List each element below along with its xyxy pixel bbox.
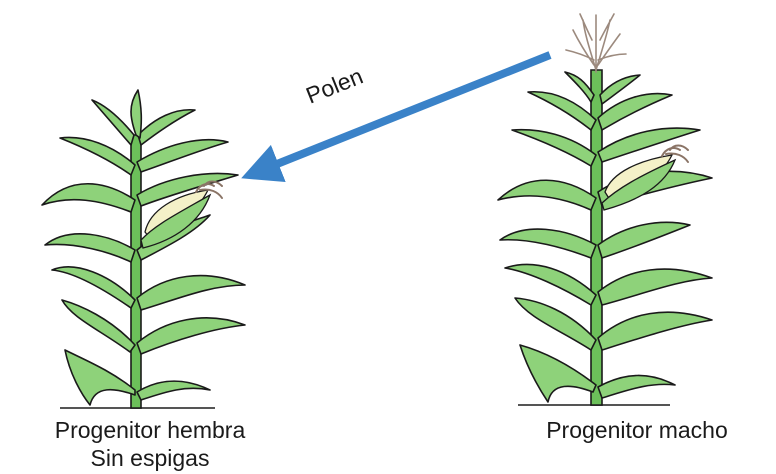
female-parent-label: Progenitor hembra (0, 416, 300, 444)
pollen-arrow: Polen (262, 55, 550, 170)
female-corn-plant (42, 90, 245, 408)
male-parent-label: Progenitor macho (498, 416, 776, 444)
pollen-label: Polen (302, 63, 366, 109)
tassel (566, 14, 626, 72)
male-leaves (498, 72, 712, 402)
female-stalk (131, 135, 141, 408)
pollen-arrow-line (262, 55, 550, 170)
male-corn-plant (498, 14, 712, 405)
female-parent-sublabel: Sin espigas (0, 444, 300, 472)
